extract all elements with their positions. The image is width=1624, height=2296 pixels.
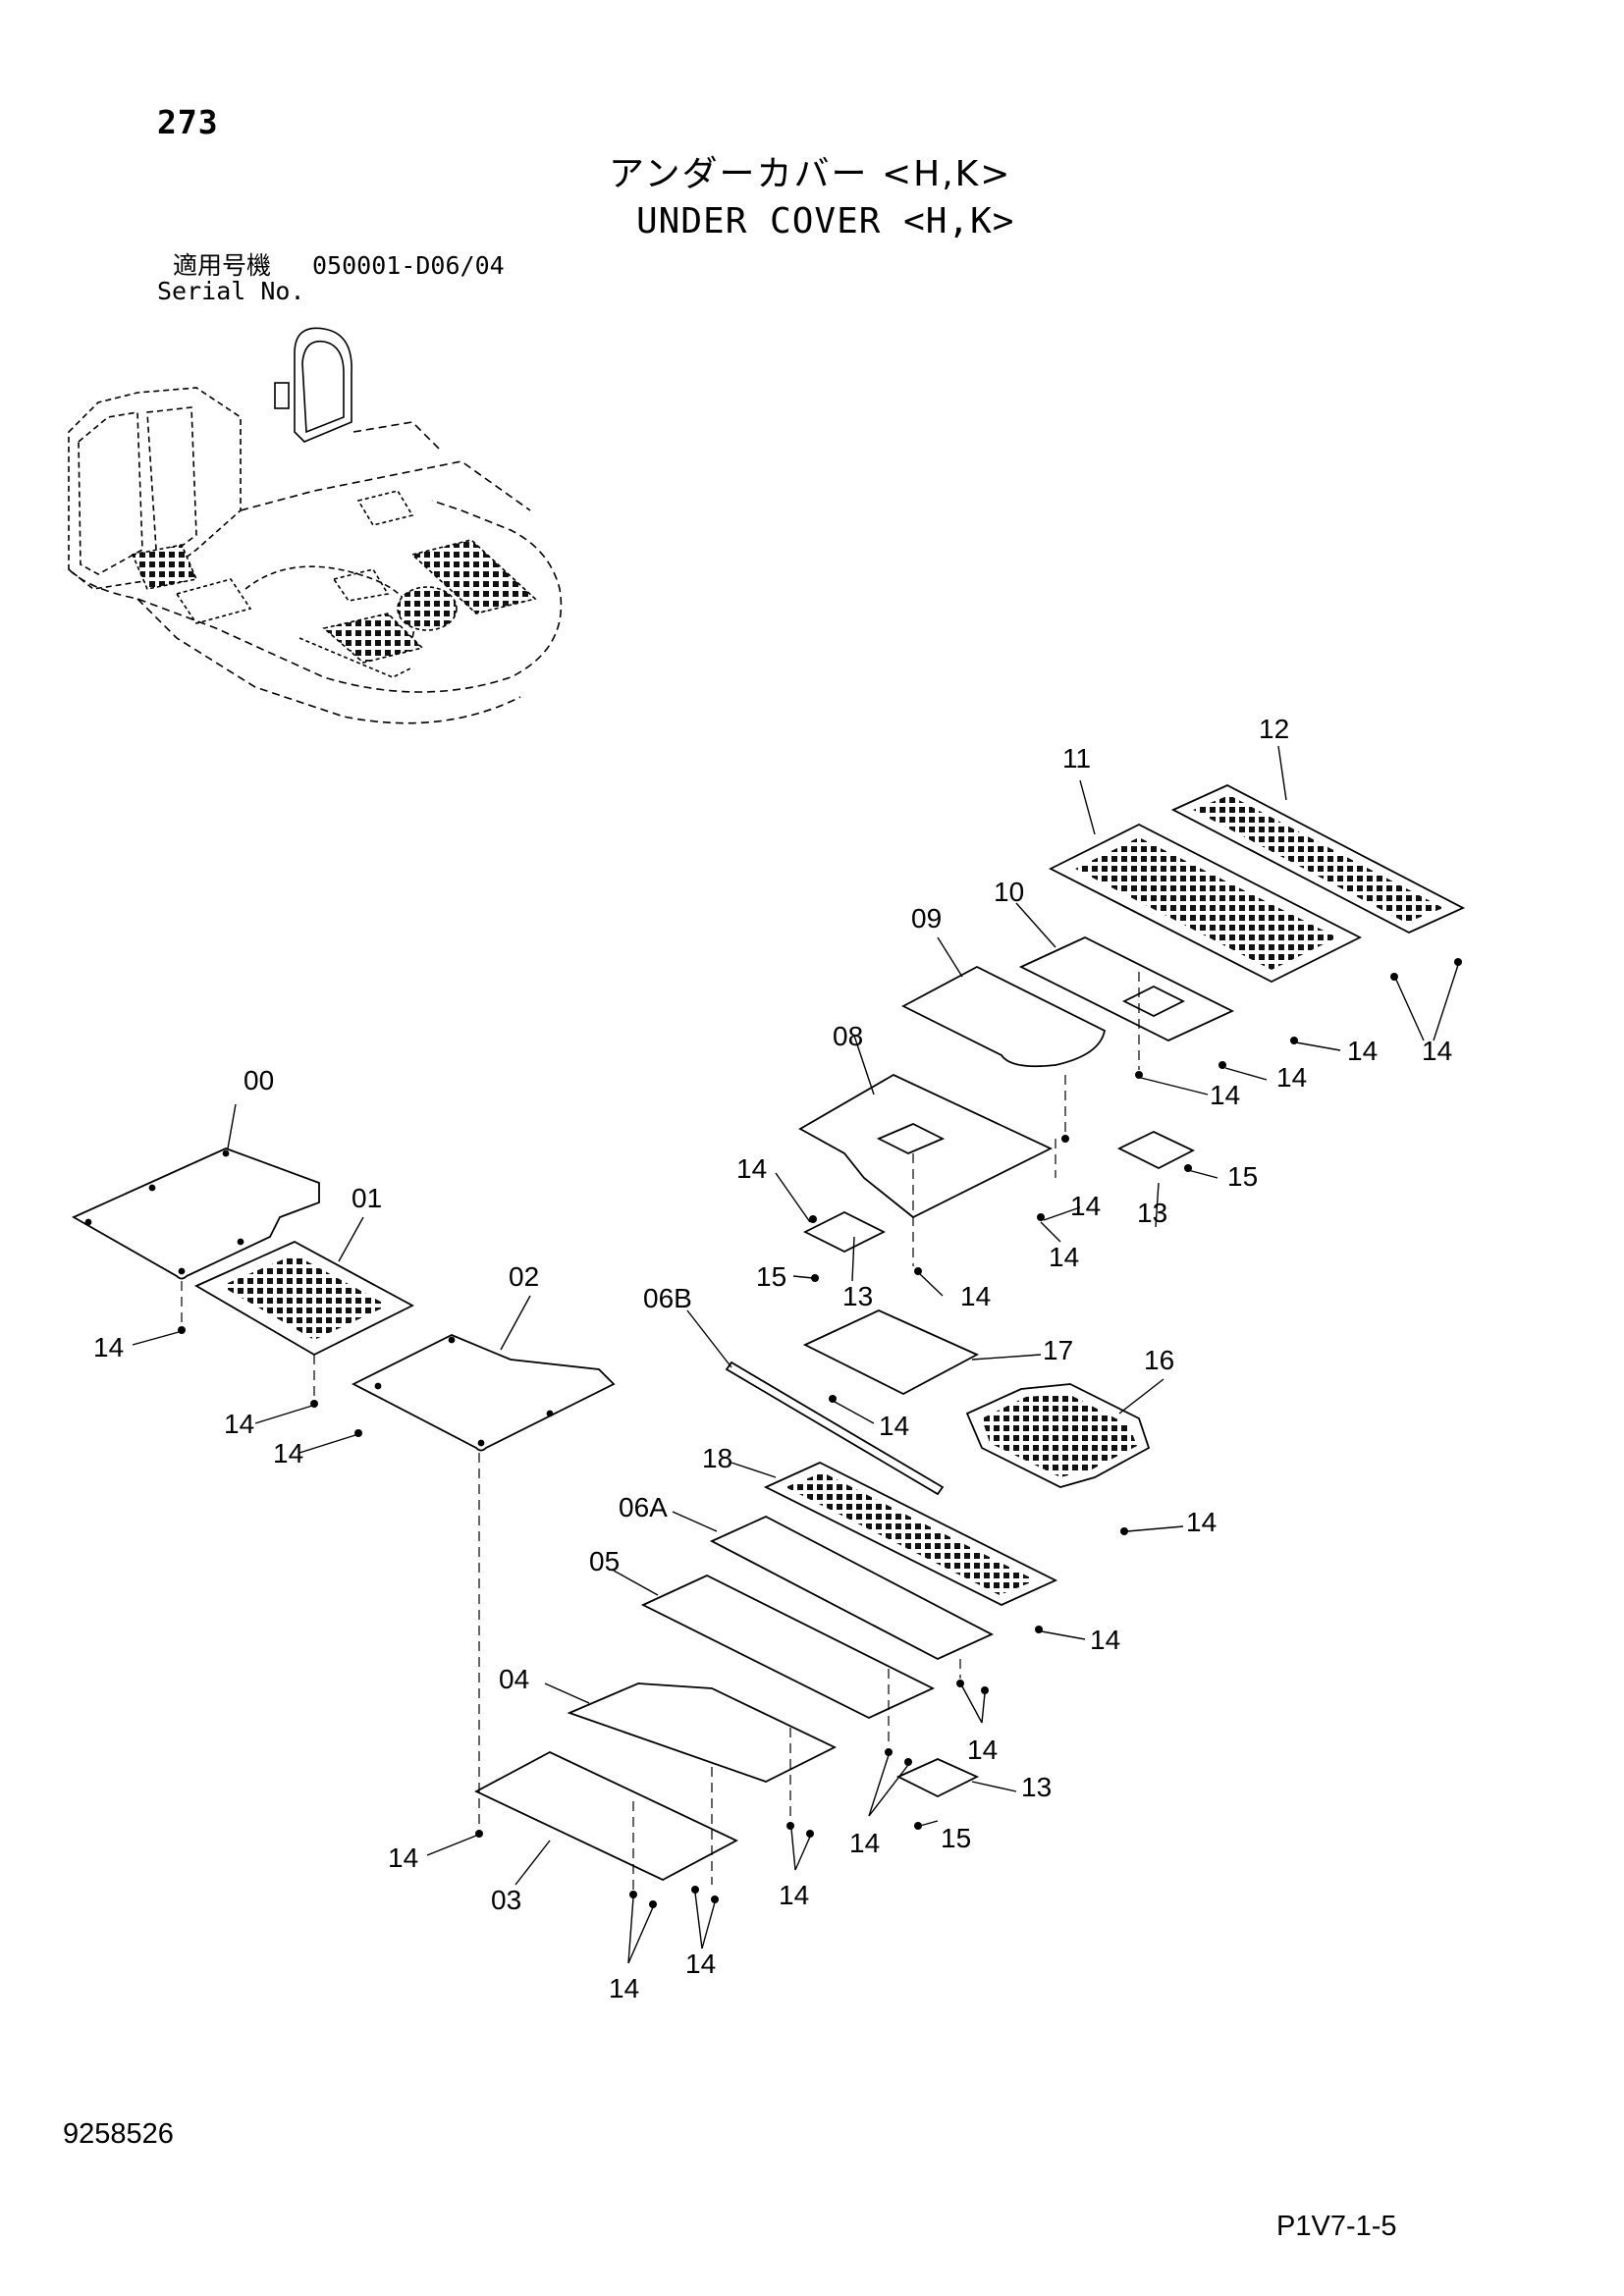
callout-14: 14 bbox=[1186, 1507, 1217, 1537]
serial-label-japanese: 適用号機 bbox=[173, 251, 272, 280]
panel-08 bbox=[798, 1073, 1054, 1219]
callout-14: 14 bbox=[1049, 1242, 1079, 1272]
callout-14: 14 bbox=[1210, 1080, 1240, 1110]
alignment-lines bbox=[181, 972, 1140, 1890]
callout-14: 14 bbox=[685, 1949, 716, 1979]
callout-14: 14 bbox=[736, 1153, 767, 1184]
callout-01: 01 bbox=[352, 1183, 382, 1213]
callout-labels: 00 01 02 03 04 05 06A 06B 08 09 10 11 12… bbox=[93, 714, 1452, 2003]
bolts bbox=[178, 958, 1462, 1908]
callout-15-upper: 15 bbox=[1227, 1161, 1258, 1192]
callout-15-lower: 15 bbox=[941, 1823, 971, 1853]
panel-13-upper bbox=[1116, 1131, 1196, 1170]
callout-02: 02 bbox=[509, 1261, 539, 1292]
callout-14: 14 bbox=[224, 1409, 254, 1439]
panel-17 bbox=[802, 1309, 980, 1396]
serial-range: 050001-D06/04 bbox=[312, 251, 505, 280]
page-number: 273 bbox=[157, 103, 219, 141]
callout-14: 14 bbox=[1422, 1036, 1452, 1066]
callout-12: 12 bbox=[1259, 714, 1289, 744]
panel-06A bbox=[709, 1515, 995, 1661]
callout-17: 17 bbox=[1043, 1335, 1073, 1365]
callout-14: 14 bbox=[849, 1828, 880, 1858]
panel-18-perforated bbox=[763, 1462, 1058, 1606]
callout-14: 14 bbox=[609, 1973, 639, 2003]
callout-06B: 06B bbox=[643, 1283, 692, 1313]
callout-05: 05 bbox=[589, 1546, 620, 1576]
callout-08: 08 bbox=[833, 1021, 863, 1051]
drawing-number: 9258526 bbox=[63, 2118, 174, 2150]
panel-13-lower bbox=[895, 1758, 980, 1798]
callout-14: 14 bbox=[879, 1411, 909, 1441]
callout-14: 14 bbox=[388, 1842, 418, 1873]
callout-13-lower: 13 bbox=[1021, 1772, 1052, 1802]
callout-14: 14 bbox=[1276, 1062, 1307, 1093]
panel-03 bbox=[473, 1750, 739, 1882]
callout-14: 14 bbox=[967, 1735, 998, 1765]
panel-11-perforated bbox=[1049, 823, 1362, 984]
callout-14: 14 bbox=[960, 1281, 991, 1311]
machine-overview-sketch bbox=[68, 327, 563, 724]
panel-16-perforated bbox=[965, 1383, 1151, 1488]
callout-00: 00 bbox=[244, 1065, 274, 1095]
callout-09: 09 bbox=[911, 903, 942, 934]
panel-13-middle bbox=[802, 1210, 887, 1254]
panel-09 bbox=[901, 965, 1107, 1068]
panel-04 bbox=[567, 1682, 838, 1783]
callout-16: 16 bbox=[1144, 1345, 1174, 1375]
callout-14: 14 bbox=[779, 1880, 809, 1910]
callout-03: 03 bbox=[491, 1885, 521, 1915]
callout-13-upper: 13 bbox=[1137, 1198, 1167, 1228]
panel-12-perforated bbox=[1170, 783, 1466, 934]
panel-02 bbox=[352, 1334, 616, 1452]
page-code: P1V7-1-5 bbox=[1276, 2211, 1397, 2242]
callout-14: 14 bbox=[1347, 1036, 1378, 1066]
callout-18: 18 bbox=[702, 1443, 732, 1473]
serial-label-english: Serial No. bbox=[157, 277, 305, 305]
callout-10: 10 bbox=[994, 877, 1024, 907]
callout-14: 14 bbox=[1070, 1191, 1101, 1221]
title-english: UNDER COVER <H,K> bbox=[636, 201, 1015, 241]
panel-00 bbox=[72, 1148, 320, 1280]
callout-14: 14 bbox=[273, 1438, 303, 1468]
leader-lines bbox=[132, 745, 1459, 1964]
callout-04: 04 bbox=[499, 1664, 529, 1694]
panel-05 bbox=[640, 1575, 936, 1719]
callout-11: 11 bbox=[1062, 743, 1091, 774]
callout-14: 14 bbox=[1090, 1625, 1120, 1655]
callout-13-middle: 13 bbox=[842, 1281, 873, 1311]
callout-15-middle: 15 bbox=[756, 1261, 786, 1292]
title-japanese: アンダーカバー <H,K> bbox=[609, 154, 1012, 194]
panel-01-perforated bbox=[194, 1240, 414, 1357]
callout-06A: 06A bbox=[619, 1492, 668, 1522]
callout-14: 14 bbox=[93, 1332, 124, 1362]
